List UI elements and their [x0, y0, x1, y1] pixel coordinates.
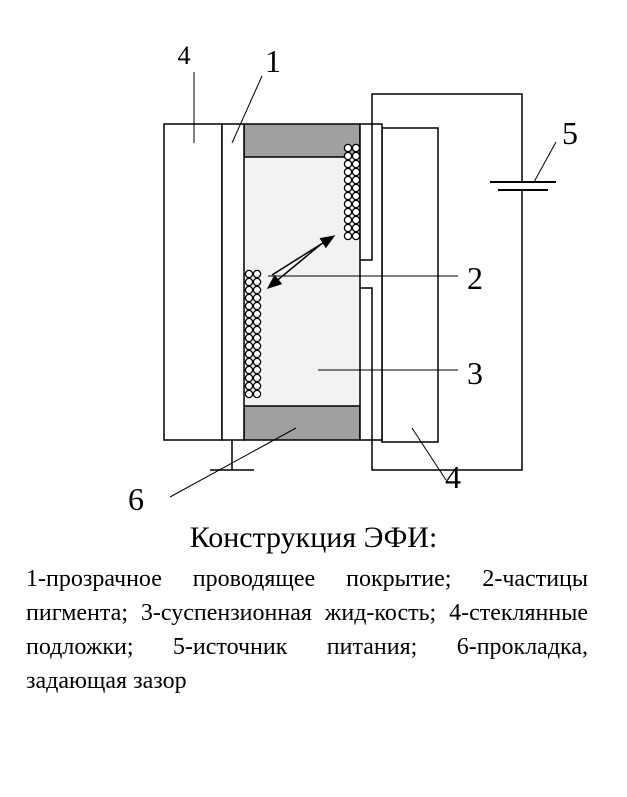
pigment-particle	[252, 309, 262, 319]
pigment-particle	[343, 175, 353, 185]
label-2: 2	[467, 260, 483, 296]
glass-substrate-right	[381, 127, 439, 443]
pigment-particle	[343, 191, 353, 201]
pigment-particle	[244, 333, 254, 343]
pigment-particle	[252, 293, 262, 303]
pigment-particle	[351, 199, 361, 209]
leader-5	[533, 141, 557, 183]
pigment-particle	[351, 151, 361, 161]
efi-construction-diagram: 4 1 5 2 3 4 6	[128, 41, 578, 517]
pigment-particle	[252, 317, 262, 327]
pigment-particle	[244, 381, 254, 391]
pigment-particles-lower-left	[244, 269, 262, 399]
pigment-particle	[351, 207, 361, 217]
pigment-particle	[244, 357, 254, 367]
pigment-particle	[343, 231, 353, 241]
pigment-particle	[244, 349, 254, 359]
diagram-title: Конструкция ЭФИ:	[189, 521, 438, 554]
pigment-particle	[343, 143, 353, 153]
diagram-legend: 1-прозрачное проводящее покрытие; 2-част…	[26, 566, 588, 694]
pigment-particle	[343, 199, 353, 209]
leader-4-bottom	[411, 427, 447, 481]
migration-arrow-up	[271, 235, 336, 276]
pigment-particle	[244, 365, 254, 375]
pigment-particle	[252, 373, 262, 383]
pigment-particle	[252, 333, 262, 343]
pigment-particle	[252, 389, 262, 399]
label-1: 1	[265, 43, 281, 79]
pigment-particle	[343, 167, 353, 177]
pigment-particle	[252, 365, 262, 375]
pigment-particle	[351, 231, 361, 241]
pigment-particle	[244, 293, 254, 303]
label-3: 3	[467, 355, 483, 391]
pigment-particle	[244, 325, 254, 335]
pigment-particle	[252, 349, 262, 359]
conductive-coating-right	[359, 123, 383, 441]
circuit-wire	[371, 93, 523, 182]
label-6: 6	[128, 481, 144, 517]
pigment-particle	[244, 309, 254, 319]
circuit-wire-return	[371, 190, 523, 471]
spacer-bottom	[243, 405, 361, 441]
pigment-particle	[252, 301, 262, 311]
pigment-particle	[252, 325, 262, 335]
pigment-particle	[244, 341, 254, 351]
pigment-particle	[343, 151, 353, 161]
pigment-particle	[252, 277, 262, 287]
pigment-particle	[252, 357, 262, 367]
pigment-particle	[244, 277, 254, 287]
pigment-particle	[252, 381, 262, 391]
pigment-particle	[343, 159, 353, 169]
migration-arrow-down	[266, 244, 321, 289]
pigment-particle	[244, 389, 254, 399]
pigment-particle	[343, 215, 353, 225]
leader-1	[231, 75, 263, 144]
glass-substrate-left	[163, 123, 223, 441]
pigment-particle	[252, 269, 262, 279]
pigment-particle	[252, 285, 262, 295]
pigment-particle	[351, 183, 361, 193]
pigment-particle	[244, 301, 254, 311]
label-4-bottom: 4	[445, 459, 461, 495]
pigment-particle	[244, 269, 254, 279]
pigment-particle	[351, 215, 361, 225]
pigment-particle	[244, 285, 254, 295]
pigment-particle	[351, 223, 361, 233]
pigment-particle	[351, 175, 361, 185]
pigment-particle	[343, 207, 353, 217]
pigment-particle	[252, 341, 262, 351]
suspension-cell	[244, 157, 360, 406]
pigment-particle	[351, 159, 361, 169]
pigment-particles-upper-right	[343, 143, 361, 241]
pigment-particle	[343, 183, 353, 193]
pigment-particle	[351, 167, 361, 177]
conductive-coating-left	[221, 123, 245, 441]
pigment-particle	[351, 143, 361, 153]
leader-6	[169, 427, 297, 498]
electrode-step-upper	[360, 124, 373, 261]
label-4-top: 4	[178, 41, 191, 70]
label-5: 5	[562, 115, 578, 151]
pigment-particle	[343, 223, 353, 233]
pigment-particle	[244, 317, 254, 327]
pigment-particle	[351, 191, 361, 201]
spacer-top	[243, 123, 361, 158]
pigment-particle	[244, 373, 254, 383]
electrode-step-lower	[360, 287, 373, 440]
